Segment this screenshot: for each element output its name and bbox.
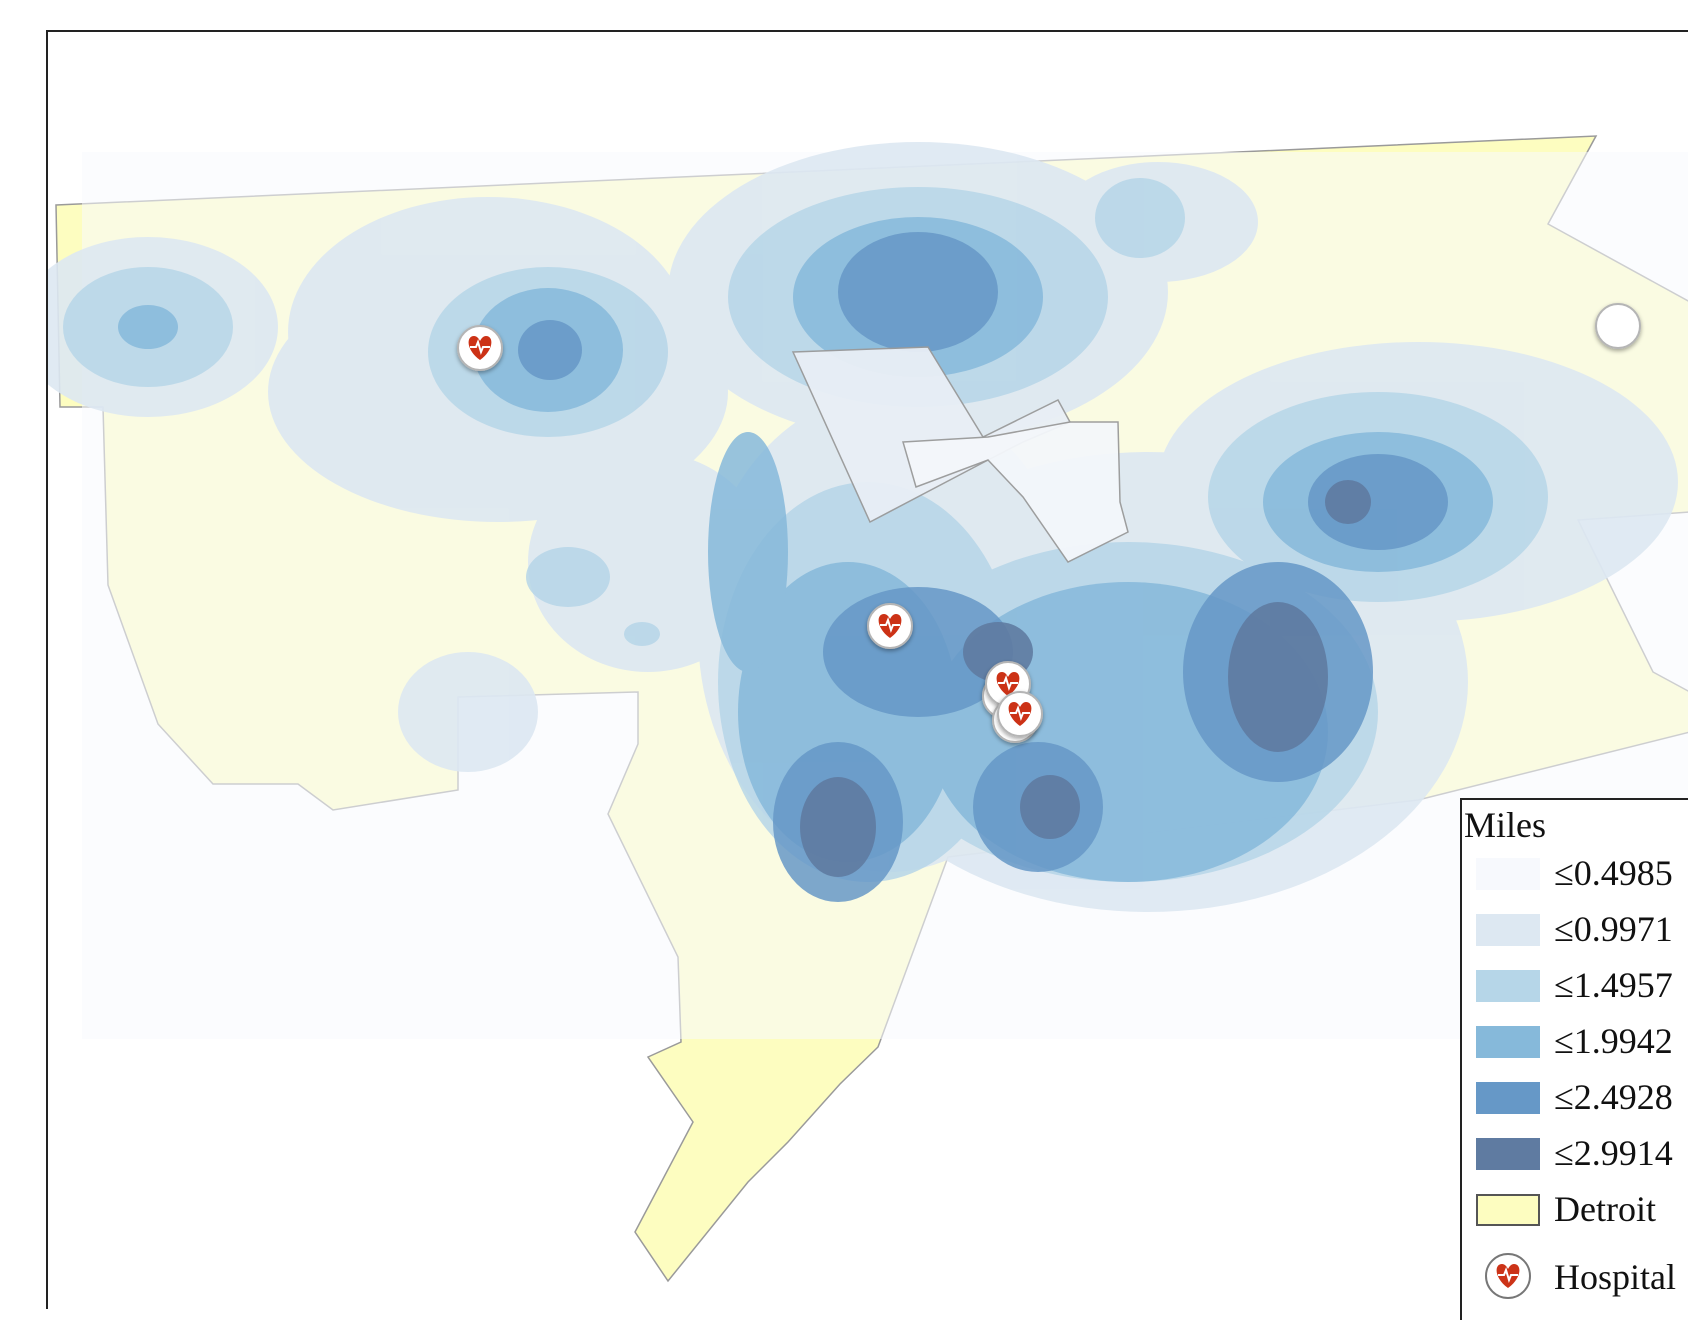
legend-swatch [1476,970,1540,1002]
legend-label: Detroit [1554,1189,1656,1229]
legend-label: ≤2.9914 [1554,1133,1673,1173]
legend-item-density-4: ≤1.9942 [1476,1021,1688,1062]
legend-item-density-2: ≤0.9971 [1476,909,1688,950]
legend-item-density-6: ≤2.9914 [1476,1133,1688,1174]
map-frame [46,30,1688,1309]
legend-swatch [1476,858,1540,890]
legend-swatch [1476,1082,1540,1114]
legend-item-density-5: ≤2.4928 [1476,1077,1688,1118]
legend-label: ≤1.9942 [1554,1021,1673,1061]
legend-label: ≤1.4957 [1554,965,1673,1005]
map-legend: Miles ≤0.4985 ≤0.9971 ≤1.4957 ≤1.9942 ≤2… [1460,798,1688,1320]
heart-pulse-icon [1485,1253,1531,1299]
legend-swatch [1476,1194,1540,1226]
legend-item-detroit: Detroit [1476,1189,1688,1230]
legend-label: ≤2.4928 [1554,1077,1673,1117]
legend-label: ≤0.4985 [1554,853,1673,893]
legend-label: Hospital [1554,1257,1676,1297]
legend-title: Miles [1464,805,1547,845]
legend-item-density-1: ≤0.4985 [1476,853,1688,894]
legend-item-hospital: Hospital [1476,1246,1688,1316]
hospital-marker[interactable] [1595,303,1641,349]
hospital-marker[interactable] [457,325,503,371]
density-map[interactable] [48,32,1688,1309]
legend-swatch [1476,1138,1540,1170]
hospital-marker[interactable] [997,691,1043,737]
hospital-marker[interactable] [867,603,913,649]
legend-swatch [1476,1026,1540,1058]
legend-label: ≤0.9971 [1554,909,1673,949]
legend-swatch [1476,914,1540,946]
hospital-markers [457,303,1641,743]
enclave-hamtramck [902,421,1129,563]
legend-item-density-3: ≤1.4957 [1476,965,1688,1006]
